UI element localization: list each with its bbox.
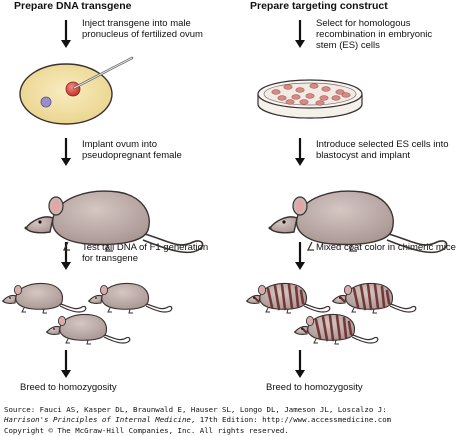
left-step-3-line-1: Test tail DNA of F1 generation bbox=[82, 242, 208, 253]
left-arrow-4 bbox=[61, 350, 71, 378]
right-arrow-1 bbox=[295, 20, 305, 48]
left-step-2: Implant ovum into pseudopregnant female bbox=[82, 139, 182, 161]
female-pronucleus bbox=[40, 96, 52, 108]
es-cell-colony bbox=[305, 93, 315, 99]
es-cell-colony bbox=[299, 99, 309, 105]
es-cell-colony bbox=[335, 89, 345, 95]
es-cell-colony bbox=[309, 83, 319, 89]
es-cell-colony bbox=[319, 95, 329, 101]
es-cell-colony bbox=[277, 95, 287, 101]
es-cell-colony bbox=[295, 87, 305, 93]
left-arrow-1 bbox=[61, 20, 71, 48]
es-cell-colony bbox=[291, 94, 301, 100]
right-step-2-line-1: Introduce selected ES cells into bbox=[316, 139, 449, 150]
es-cell-colony bbox=[315, 100, 325, 106]
right-step-1-line-2: recombination in embryonic bbox=[316, 29, 432, 40]
right-column-header: Prepare targeting construct bbox=[250, 0, 388, 12]
f1-mouse-3 bbox=[46, 313, 131, 345]
es-cell-colony bbox=[331, 95, 341, 101]
f1-mouse-1 bbox=[2, 282, 87, 314]
right-step-2-line-2: blastocyst and implant bbox=[316, 150, 410, 161]
right-step-1: Select for homologous recombination in e… bbox=[316, 18, 435, 51]
flow-arrows bbox=[61, 20, 305, 378]
chimeric-mouse-3 bbox=[294, 313, 379, 345]
left-step-1: Inject transgene into male pronucleus of… bbox=[82, 18, 203, 40]
source-line-2: Harrison's Principles of Internal Medici… bbox=[3, 415, 392, 424]
left-step-3-line-2: for transgene bbox=[82, 253, 138, 264]
f1-mouse-2 bbox=[88, 282, 173, 314]
es-cell-colony bbox=[283, 84, 293, 90]
left-step-2-line-1: Implant ovum into bbox=[82, 139, 157, 150]
source-line-1: Source: Fauci AS, Kasper DL, Braunwald E… bbox=[4, 405, 387, 414]
fertilized-ovum-illustration bbox=[19, 56, 134, 125]
petri-dish-illustration bbox=[257, 79, 363, 119]
right-step-1-line-3: stem (ES) cells bbox=[316, 40, 380, 51]
right-arrow-3 bbox=[295, 242, 305, 270]
source-edition-url: , 17th Edition: http://www.accessmedicin… bbox=[191, 415, 392, 424]
source-book-title: Harrison's Principles of Internal Medici… bbox=[3, 415, 191, 424]
es-cell-colony bbox=[285, 99, 295, 105]
copyright-line: Copyright © The McGraw-Hill Companies, I… bbox=[4, 426, 289, 435]
ovum bbox=[19, 63, 113, 125]
es-cell-colonies bbox=[271, 83, 351, 106]
left-column-header: Prepare DNA transgene bbox=[14, 0, 132, 12]
right-arrow-4 bbox=[295, 350, 305, 378]
chimeric-mouse-2 bbox=[332, 282, 417, 314]
right-step-2: Introduce selected ES cells into blastoc… bbox=[316, 139, 451, 161]
es-cell-colony bbox=[321, 86, 331, 92]
left-step-1-line-2: pronucleus of fertilized ovum bbox=[82, 29, 203, 40]
right-arrow-2 bbox=[295, 138, 305, 166]
right-step-4: Breed to homozygosity bbox=[266, 382, 363, 393]
f1-transgenic-mice bbox=[2, 282, 173, 345]
right-step-1-line-1: Select for homologous bbox=[316, 18, 411, 29]
es-cell-colony bbox=[271, 89, 281, 95]
male-pronucleus bbox=[65, 81, 81, 97]
es-cell-colony bbox=[341, 92, 351, 98]
right-step-3: Mixed coat color in chimeric mice bbox=[316, 242, 456, 253]
left-step-4: Breed to homozygosity bbox=[20, 382, 117, 393]
left-step-1-line-1: Inject transgene into male bbox=[82, 18, 191, 29]
left-step-3: Test tail DNA of F1 generation for trans… bbox=[82, 242, 211, 264]
left-step-2-line-2: pseudopregnant female bbox=[82, 150, 182, 161]
chimeric-mice bbox=[246, 282, 417, 345]
chimeric-mouse-1 bbox=[246, 282, 331, 314]
left-arrow-2 bbox=[61, 138, 71, 166]
